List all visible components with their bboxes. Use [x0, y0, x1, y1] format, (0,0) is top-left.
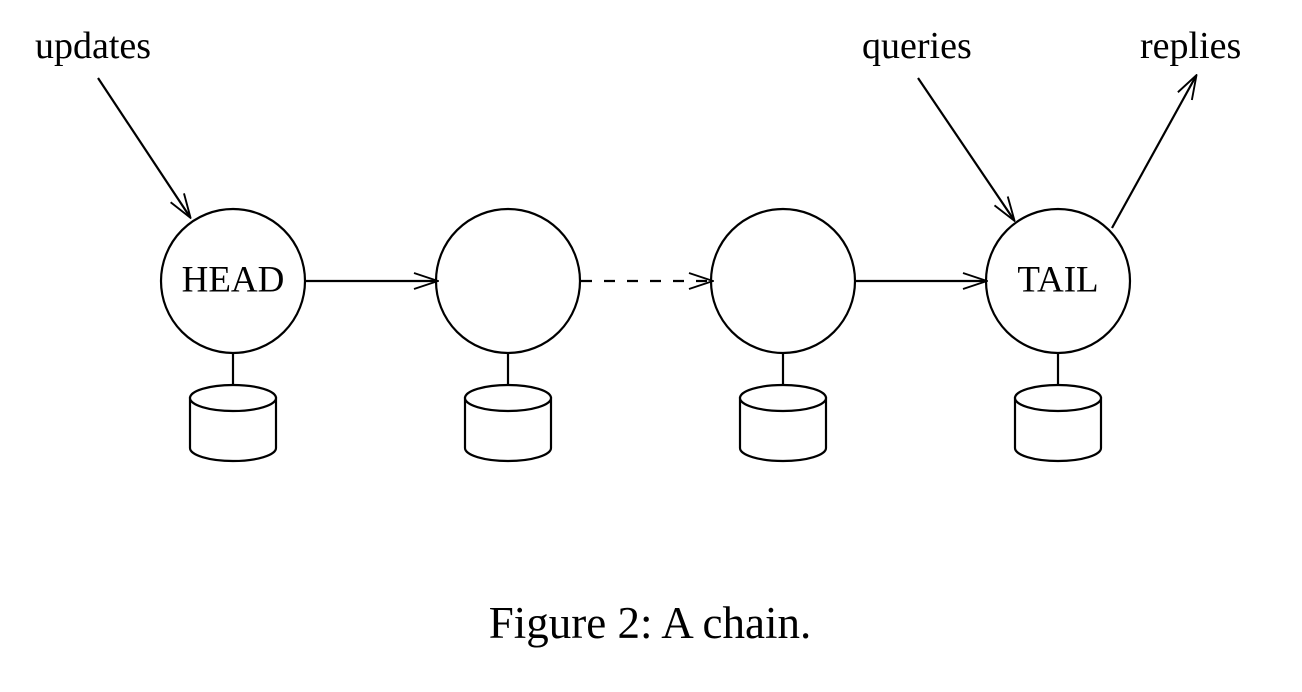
node-head-storage-cylinder: [188, 383, 278, 463]
node-middle-1-circle[interactable]: [434, 207, 582, 355]
flow-queries-label: queries: [862, 25, 972, 67]
node-tail-storage-cylinder: [1013, 383, 1103, 463]
node-middle-1[interactable]: [434, 207, 582, 463]
node-middle-2-circle[interactable]: [709, 207, 857, 355]
node-head[interactable]: HEAD: [159, 207, 307, 463]
node-middle-1-storage-cylinder: [463, 383, 553, 463]
flow-updates-arrow: [97, 77, 190, 217]
node-head-label: HEAD: [182, 259, 285, 300]
node-middle-2-storage-cylinder: [738, 383, 828, 463]
node-middle-2[interactable]: [709, 207, 857, 463]
node-tail[interactable]: TAIL: [984, 207, 1132, 463]
flow-replies-label: replies: [1140, 25, 1241, 67]
flow-updates-label: updates: [35, 25, 151, 67]
flow-queries-arrow: [917, 77, 1014, 220]
node-tail-label: TAIL: [1017, 259, 1098, 300]
flow-replies-arrow: [1111, 76, 1196, 229]
figure-caption: Figure 2: A chain.: [489, 598, 811, 648]
